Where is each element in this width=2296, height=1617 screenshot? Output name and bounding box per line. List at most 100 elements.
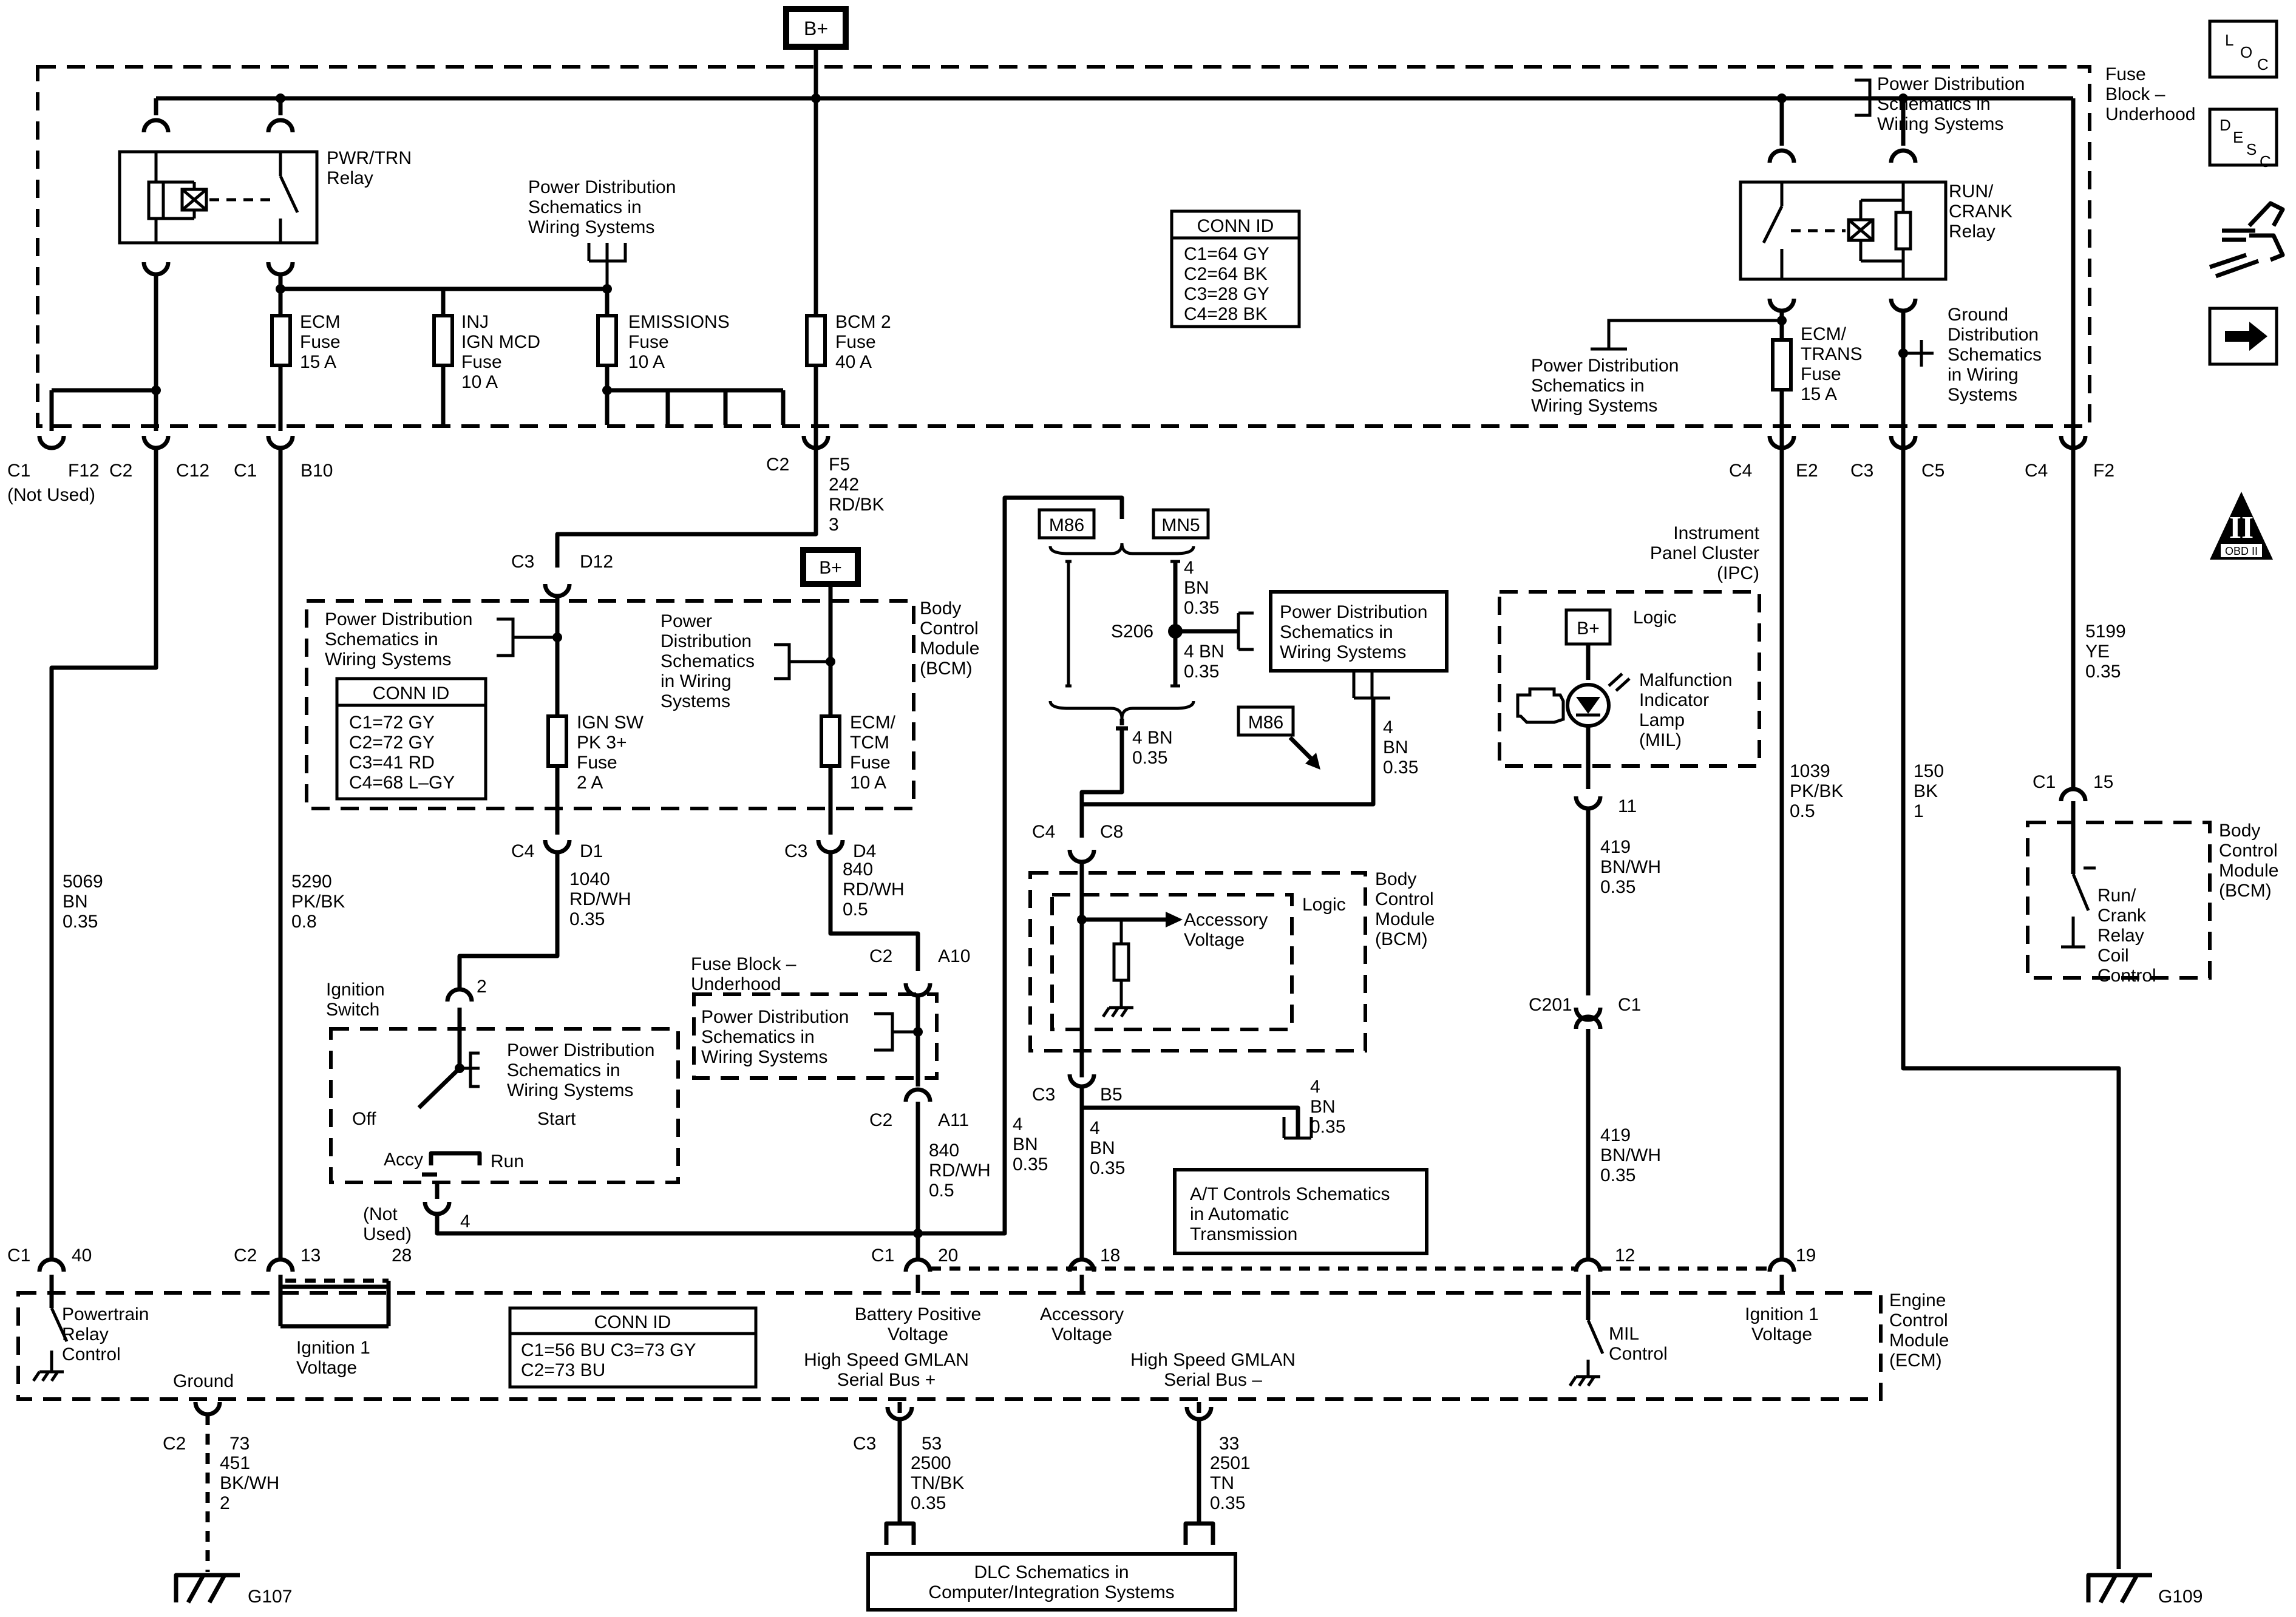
- svg-text:Schematics in: Schematics in: [507, 1060, 620, 1080]
- ground-g107-icon: G107: [174, 1573, 292, 1607]
- obd-ii-badge: II OBD II: [2210, 492, 2273, 560]
- svg-text:OBD II: OBD II: [2225, 545, 2258, 557]
- svg-text:242: 242: [829, 475, 859, 495]
- bcm2-fuse: BCM 2 Fuse 40 A: [805, 312, 891, 372]
- desc-badge[interactable]: D E S C: [2208, 107, 2278, 171]
- svg-text:C1: C1: [7, 1246, 30, 1266]
- svg-text:Power Distribution: Power Distribution: [325, 609, 472, 629]
- svg-text:Lamp: Lamp: [1639, 710, 1685, 730]
- svg-text:PK/BK: PK/BK: [1790, 781, 1843, 801]
- loc-badge[interactable]: L O C: [2208, 19, 2278, 79]
- svg-text:53: 53: [922, 1434, 942, 1454]
- svg-text:Indicator: Indicator: [1639, 690, 1709, 710]
- svg-text:11: 11: [1618, 796, 1637, 816]
- svg-text:TN/BK: TN/BK: [911, 1473, 964, 1493]
- svg-text:RD/WH: RD/WH: [843, 880, 905, 900]
- svg-text:840: 840: [929, 1141, 959, 1161]
- svg-text:O: O: [2240, 43, 2252, 61]
- svg-text:in Wiring: in Wiring: [1948, 365, 2019, 385]
- ignition-switch: 2 Ignition Switch Power Distribution Sch…: [326, 977, 654, 1244]
- connector-tool-icon[interactable]: [2209, 201, 2285, 279]
- svg-text:Systems: Systems: [1948, 385, 2017, 405]
- svg-text:CONN ID: CONN ID: [373, 683, 450, 703]
- svg-text:Systems: Systems: [661, 691, 730, 711]
- svg-text:TN: TN: [1210, 1473, 1234, 1493]
- svg-text:Used): Used): [363, 1224, 412, 1244]
- svg-text:C2: C2: [163, 1434, 186, 1454]
- svg-text:15: 15: [2093, 772, 2113, 792]
- svg-text:C8: C8: [1100, 822, 1123, 842]
- svg-text:(ECM): (ECM): [1889, 1351, 1942, 1371]
- arrow-right-icon[interactable]: [2208, 307, 2278, 366]
- svg-text:CONN ID: CONN ID: [1197, 216, 1274, 236]
- svg-text:C3: C3: [784, 841, 807, 861]
- svg-text:BN: BN: [1184, 578, 1209, 598]
- svg-text:(BCM): (BCM): [920, 659, 973, 679]
- svg-text:19: 19: [1796, 1246, 1816, 1266]
- svg-text:ECM/: ECM/: [850, 713, 896, 733]
- svg-text:2 A: 2 A: [577, 773, 603, 793]
- svg-text:A11: A11: [938, 1110, 969, 1130]
- svg-text:C: C: [2260, 152, 2271, 171]
- svg-text:BCM 2: BCM 2: [835, 312, 891, 332]
- svg-text:C4: C4: [2025, 461, 2048, 481]
- svg-text:Distribution: Distribution: [661, 631, 752, 651]
- svg-text:Module: Module: [1375, 909, 1435, 929]
- svg-text:Off: Off: [352, 1109, 376, 1129]
- bplus-badge-top: B+: [783, 6, 849, 50]
- svg-text:1040: 1040: [569, 869, 610, 889]
- svg-text:Fuse: Fuse: [300, 332, 341, 352]
- svg-text:Accy: Accy: [384, 1150, 423, 1170]
- ecm-conn-id: CONN ID C1=56 BU C3=73 GY C2=73 BU: [508, 1306, 758, 1389]
- svg-text:Voltage: Voltage: [296, 1358, 357, 1378]
- svg-text:13: 13: [301, 1246, 321, 1266]
- inj-ign-mcd-fuse: INJ IGN MCD Fuse 10 A: [432, 312, 540, 392]
- svg-text:0.35: 0.35: [1310, 1117, 1345, 1137]
- svg-text:(Not: (Not: [363, 1204, 398, 1224]
- svg-text:(BCM): (BCM): [1375, 929, 1428, 949]
- svg-text:451: 451: [220, 1453, 250, 1473]
- svg-text:4 BN: 4 BN: [1132, 728, 1173, 748]
- svg-text:PK/BK: PK/BK: [291, 892, 345, 912]
- svg-text:Schematics in: Schematics in: [1531, 376, 1645, 396]
- svg-text:BN/WH: BN/WH: [1600, 857, 1661, 877]
- ipc-internals: B+ Logic Malfunction Indicator Lamp (MIL…: [1516, 608, 1732, 789]
- svg-text:Serial Bus +: Serial Bus +: [837, 1370, 936, 1390]
- svg-text:33: 33: [1219, 1434, 1239, 1454]
- fuse-block-lower: Fuse Block – Underhood Power Distributio…: [691, 946, 970, 1130]
- svg-text:18: 18: [1100, 1246, 1120, 1266]
- svg-text:C4=68 L–GY: C4=68 L–GY: [349, 773, 455, 793]
- svg-text:MN5: MN5: [1161, 515, 1200, 535]
- svg-text:Switch: Switch: [326, 1000, 379, 1020]
- svg-text:1: 1: [1914, 801, 1924, 821]
- svg-text:D4: D4: [853, 841, 876, 861]
- svg-text:20: 20: [938, 1246, 958, 1266]
- svg-text:Wiring Systems: Wiring Systems: [1531, 396, 1657, 416]
- svg-text:Power Distribution: Power Distribution: [1531, 356, 1679, 376]
- svg-text:Control: Control: [1375, 889, 1434, 909]
- svg-text:C2: C2: [766, 455, 789, 475]
- svg-text:C2=64 BK: C2=64 BK: [1184, 264, 1268, 284]
- svg-text:Module: Module: [1889, 1331, 1949, 1351]
- svg-text:Control: Control: [2219, 841, 2278, 861]
- svg-text:Wiring Systems: Wiring Systems: [701, 1047, 827, 1067]
- svg-text:C2: C2: [869, 1110, 892, 1130]
- svg-text:S206: S206: [1111, 622, 1153, 642]
- m86-arrow-tag: M86: [1237, 705, 1320, 770]
- svg-text:Instrument: Instrument: [1673, 523, 1759, 543]
- svg-text:C4: C4: [1729, 461, 1752, 481]
- wire-4bn-f-label: 4 BN 0.35: [1090, 1118, 1125, 1178]
- power-distribution-right-low-label: Power Distribution Schematics in Wiring …: [1531, 356, 1679, 416]
- ipc-title: Instrument Panel Cluster (IPC): [1650, 523, 1760, 583]
- svg-text:M86: M86: [1049, 515, 1084, 535]
- svg-text:Run/: Run/: [2097, 886, 2136, 906]
- svg-text:2: 2: [477, 977, 487, 997]
- svg-text:C1=56 BU C3=73 GY: C1=56 BU C3=73 GY: [521, 1340, 696, 1360]
- svg-text:RD/BK: RD/BK: [829, 495, 885, 515]
- wire-1039-label: 1039 PK/BK 0.5: [1790, 761, 1843, 821]
- svg-text:Schematics in: Schematics in: [701, 1027, 815, 1047]
- at-controls-box: A/T Controls Schematics in Automatic Tra…: [1173, 1168, 1428, 1255]
- svg-text:F12: F12: [68, 461, 100, 481]
- svg-text:Wiring Systems: Wiring Systems: [1280, 642, 1406, 662]
- svg-text:1039: 1039: [1790, 761, 1830, 781]
